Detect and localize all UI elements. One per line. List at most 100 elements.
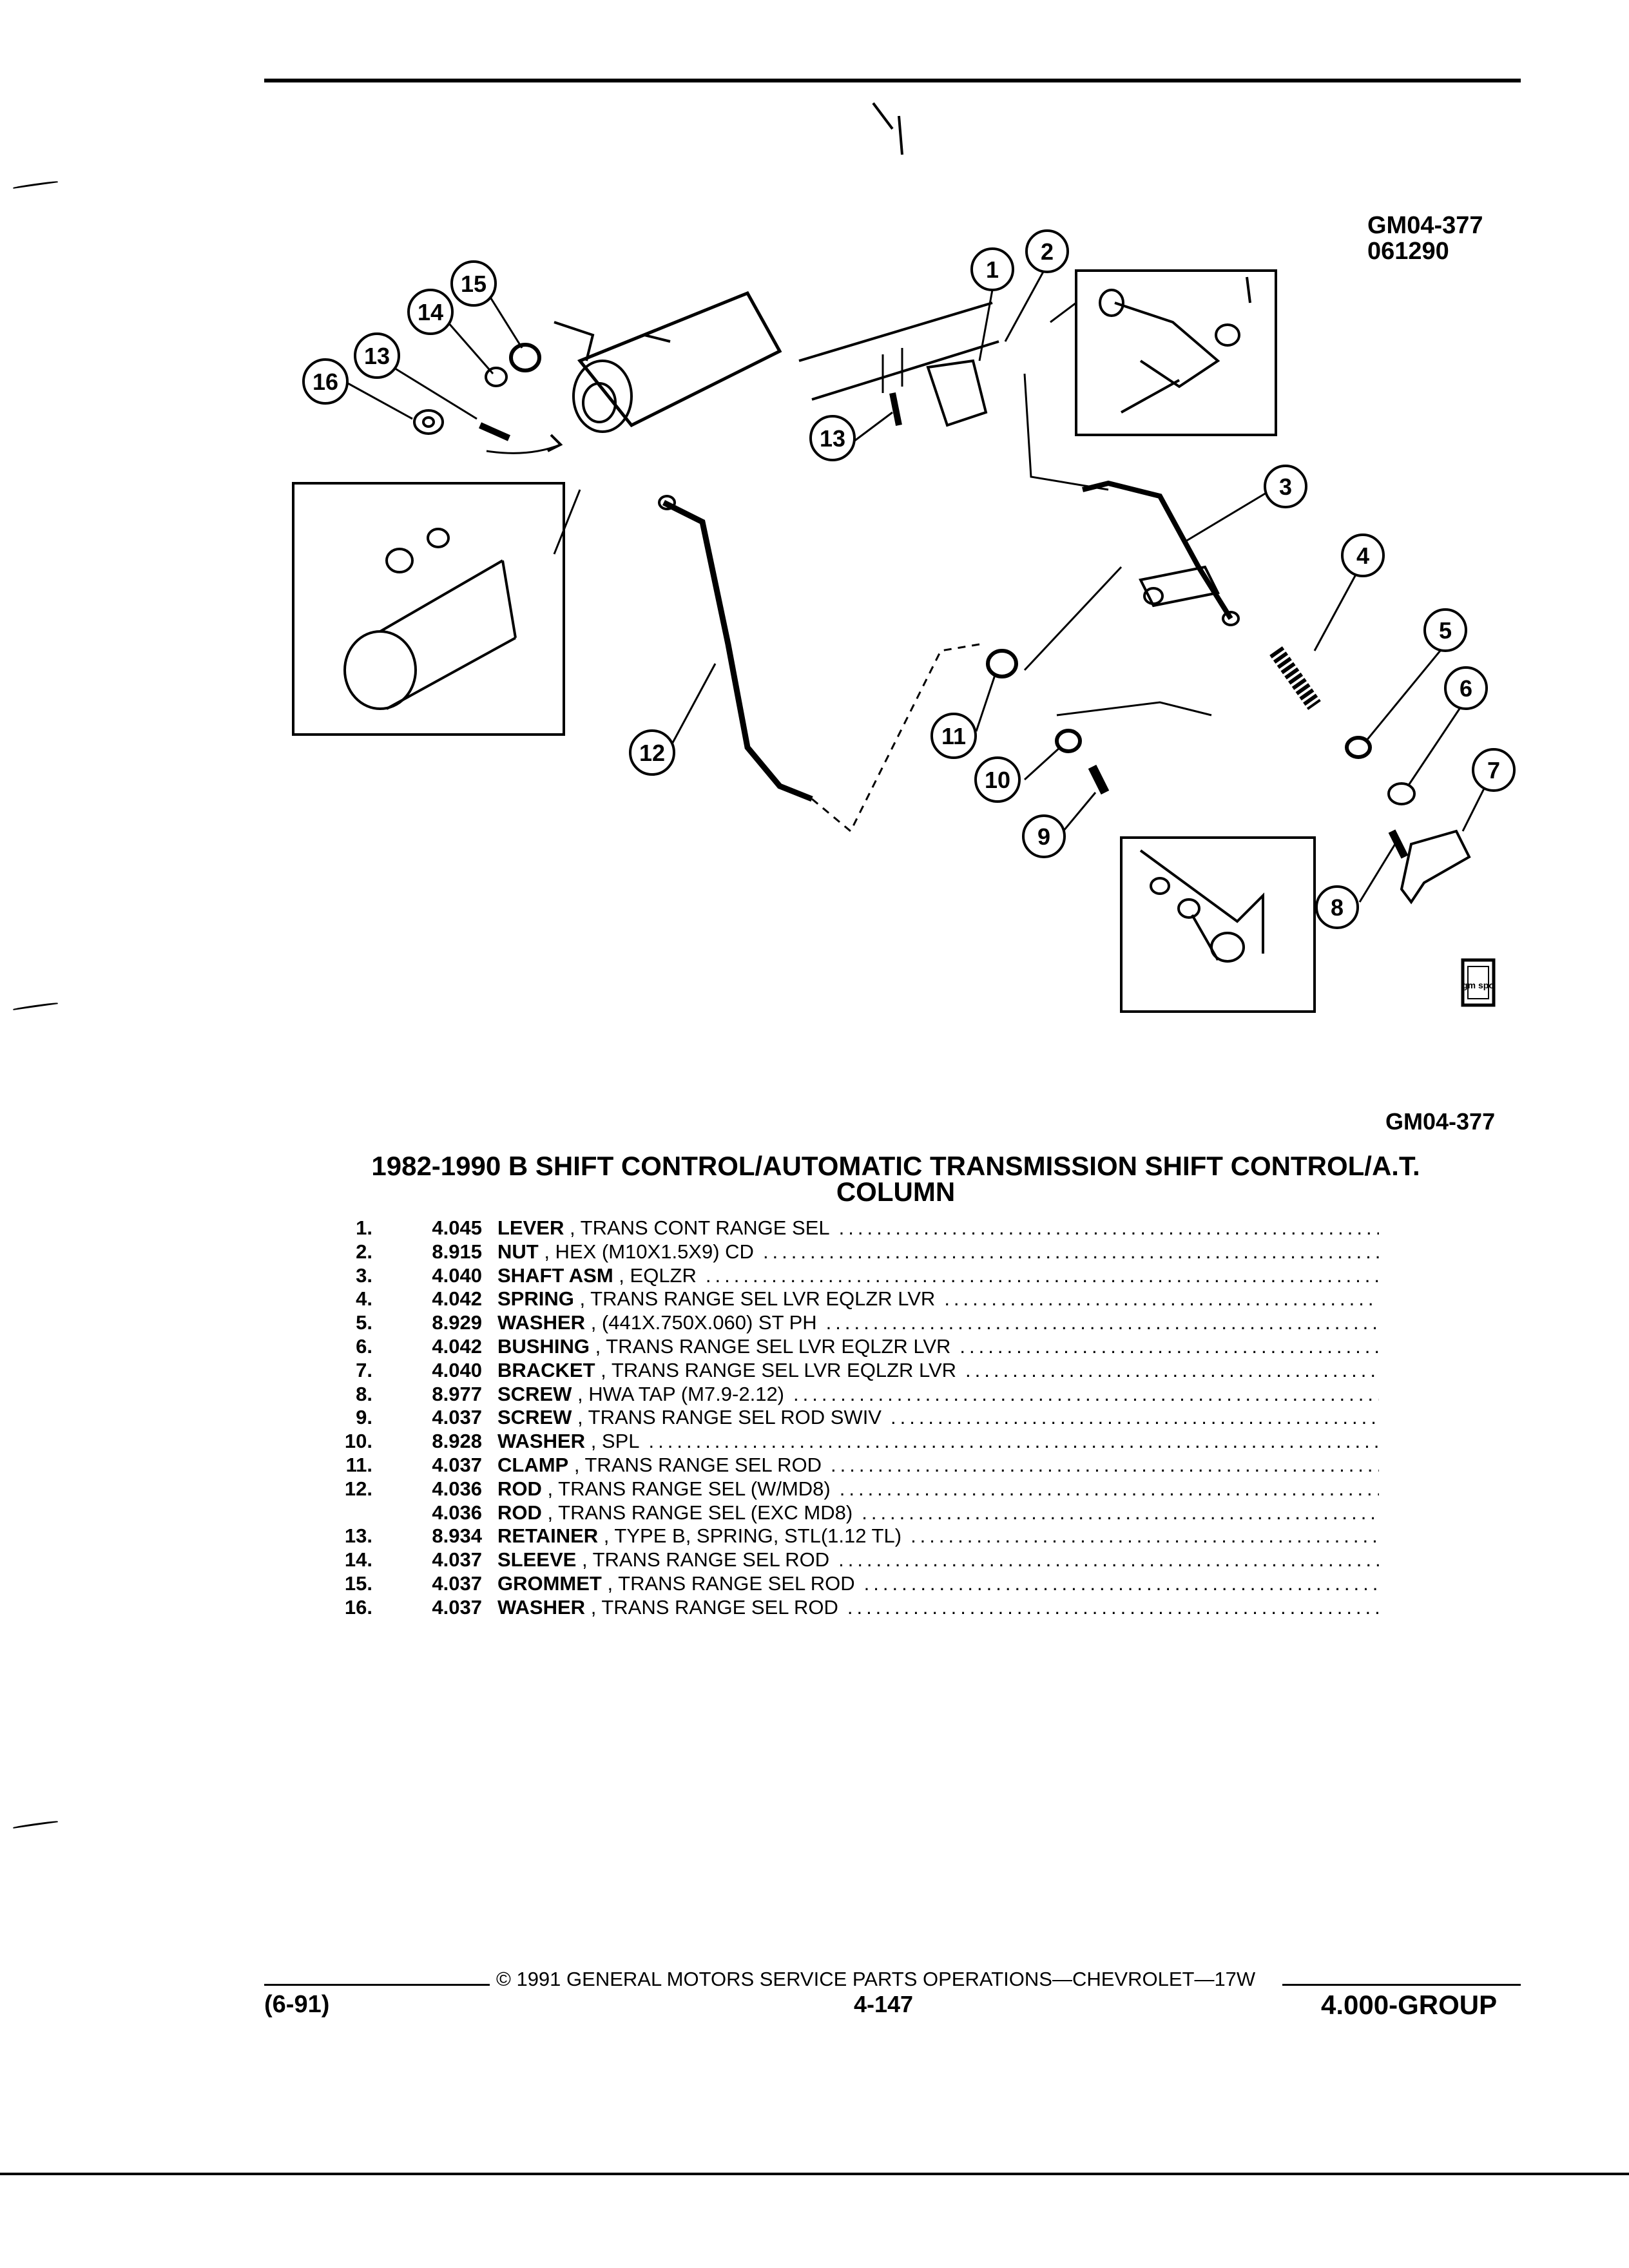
dot-leader: ........................................… (959, 1334, 1379, 1358)
copyright-text: © 1991 GENERAL MOTORS SERVICE PARTS OPER… (496, 1968, 1256, 1990)
figure-id: GM04-377 061290 (1367, 213, 1483, 264)
part-description: WASHER , SPL (497, 1430, 640, 1454)
svg-text:8: 8 (1331, 894, 1344, 921)
part-description: LEVER , TRANS CONT RANGE SEL (497, 1216, 830, 1240)
svg-text:13: 13 (820, 425, 845, 452)
logo-text: gm spo (1462, 980, 1494, 990)
svg-text:7: 7 (1487, 757, 1500, 783)
part-name: ROD (497, 1501, 542, 1524)
top-rule (264, 79, 1521, 82)
part-description: WASHER , TRANS RANGE SEL ROD (497, 1596, 838, 1620)
part-name: SCREW (497, 1382, 572, 1405)
part-desc: , TRANS RANGE SEL LVR EQLZR LVR (595, 1358, 957, 1381)
inset-lever-detail (1099, 276, 1251, 414)
page-number: 4-147 (854, 1991, 914, 2017)
inset-column-detail (343, 528, 517, 710)
part-name: LEVER (497, 1216, 564, 1239)
svg-text:9: 9 (1037, 823, 1050, 850)
part-description: ROD , TRANS RANGE SEL (W/MD8) (497, 1477, 831, 1501)
dot-leader: ........................................… (705, 1264, 1379, 1287)
part-desc: , TRANS RANGE SEL ROD (585, 1595, 838, 1619)
part-desc: , SPL (585, 1430, 640, 1453)
part-name: CLAMP (497, 1453, 569, 1476)
part-number: 7. (356, 1358, 372, 1381)
part-name: BUSHING (497, 1334, 590, 1358)
part-desc: , TRANS RANGE SEL ROD (568, 1453, 822, 1476)
inset-box-column (292, 482, 565, 736)
callout-14: 14 (407, 289, 454, 335)
group-number: 4.037 (432, 1571, 482, 1595)
part-desc: , TRANS CONT RANGE SEL (564, 1216, 830, 1239)
dot-leader: ........................................… (825, 1311, 1379, 1334)
part-desc: , TRANS RANGE SEL ROD (601, 1571, 855, 1595)
group-code: 4.000-GROUP (1321, 1990, 1498, 2020)
dot-leader: ........................................… (793, 1382, 1379, 1405)
group-number: 8.928 (432, 1430, 482, 1453)
svg-text:12: 12 (639, 740, 665, 766)
page-title: 1982-1990 B SHIFT CONTROL/AUTOMATIC TRAN… (271, 1153, 1521, 1207)
part-description: BRACKET , TRANS RANGE SEL LVR EQLZR LVR (497, 1359, 956, 1383)
svg-text:15: 15 (461, 271, 487, 297)
part-name: ROD (497, 1477, 542, 1500)
date-code: (6-91) (264, 1991, 330, 2018)
part-description: SLEEVE , TRANS RANGE SEL ROD (497, 1548, 829, 1572)
inset-box-lever (1075, 269, 1277, 436)
figure-reference: GM04-377 (1385, 1108, 1496, 1135)
part-desc: , (441X.750X.060) ST PH (585, 1311, 817, 1334)
group-number: 4.045 (432, 1216, 482, 1239)
callout-6: 6 (1444, 666, 1488, 710)
part-name: BRACKET (497, 1358, 595, 1381)
dot-leader: ........................................… (838, 1216, 1379, 1239)
group-number: 4.040 (432, 1264, 482, 1287)
part-description: SPRING , TRANS RANGE SEL LVR EQLZR LVR (497, 1287, 935, 1311)
svg-text:1: 1 (986, 256, 999, 283)
dot-leader: ........................................… (648, 1430, 1379, 1453)
dot-leader: ........................................… (830, 1453, 1379, 1476)
figure-id-line2: 061290 (1367, 238, 1449, 265)
dot-leader: ........................................… (944, 1287, 1379, 1311)
bottom-rule (0, 2173, 1629, 2175)
part-description: BUSHING , TRANS RANGE SEL LVR EQLZR LVR (497, 1335, 950, 1359)
footer-rule-left (264, 1984, 490, 1986)
svg-text:3: 3 (1279, 474, 1292, 500)
dot-leader: ........................................… (911, 1524, 1379, 1548)
group-number: 4.036 (432, 1501, 482, 1524)
binder-mark (13, 1820, 58, 1829)
callout-5: 5 (1423, 608, 1467, 652)
part-number: 13. (344, 1524, 372, 1548)
part-desc: , TYPE B, SPRING, STL(1.12 TL) (598, 1524, 902, 1548)
part-number: 3. (356, 1264, 372, 1287)
svg-text:13: 13 (364, 343, 390, 369)
part-name: SPRING (497, 1287, 574, 1311)
group-number: 4.037 (432, 1406, 482, 1429)
part-desc: , TRANS RANGE SEL LVR EQLZR LVR (589, 1334, 951, 1358)
part-description: GROMMET , TRANS RANGE SEL ROD (497, 1572, 855, 1596)
part-desc: , EQLZR (613, 1264, 697, 1287)
dot-leader: ........................................… (890, 1406, 1379, 1429)
dot-leader: ........................................… (762, 1240, 1379, 1263)
part-name: SHAFT ASM (497, 1264, 613, 1287)
part-description: RETAINER , TYPE B, SPRING, STL(1.12 TL) (497, 1524, 901, 1548)
callout-15: 15 (450, 260, 497, 307)
callout-11: 11 (930, 713, 977, 759)
figure-id-line1: GM04-377 (1367, 212, 1483, 239)
title-line2: COLUMN (836, 1177, 956, 1207)
callout-12: 12 (629, 729, 675, 776)
part-desc: , TRANS RANGE SEL (W/MD8) (541, 1477, 831, 1500)
part-desc: , TRANS RANGE SEL ROD (576, 1548, 830, 1571)
svg-text:2: 2 (1041, 238, 1054, 265)
part-description: NUT , HEX (M10X1.5X9) CD (497, 1240, 754, 1264)
column-hardware-drawing (413, 343, 541, 441)
group-number: 4.042 (432, 1334, 482, 1358)
part-name: SCREW (497, 1406, 572, 1429)
